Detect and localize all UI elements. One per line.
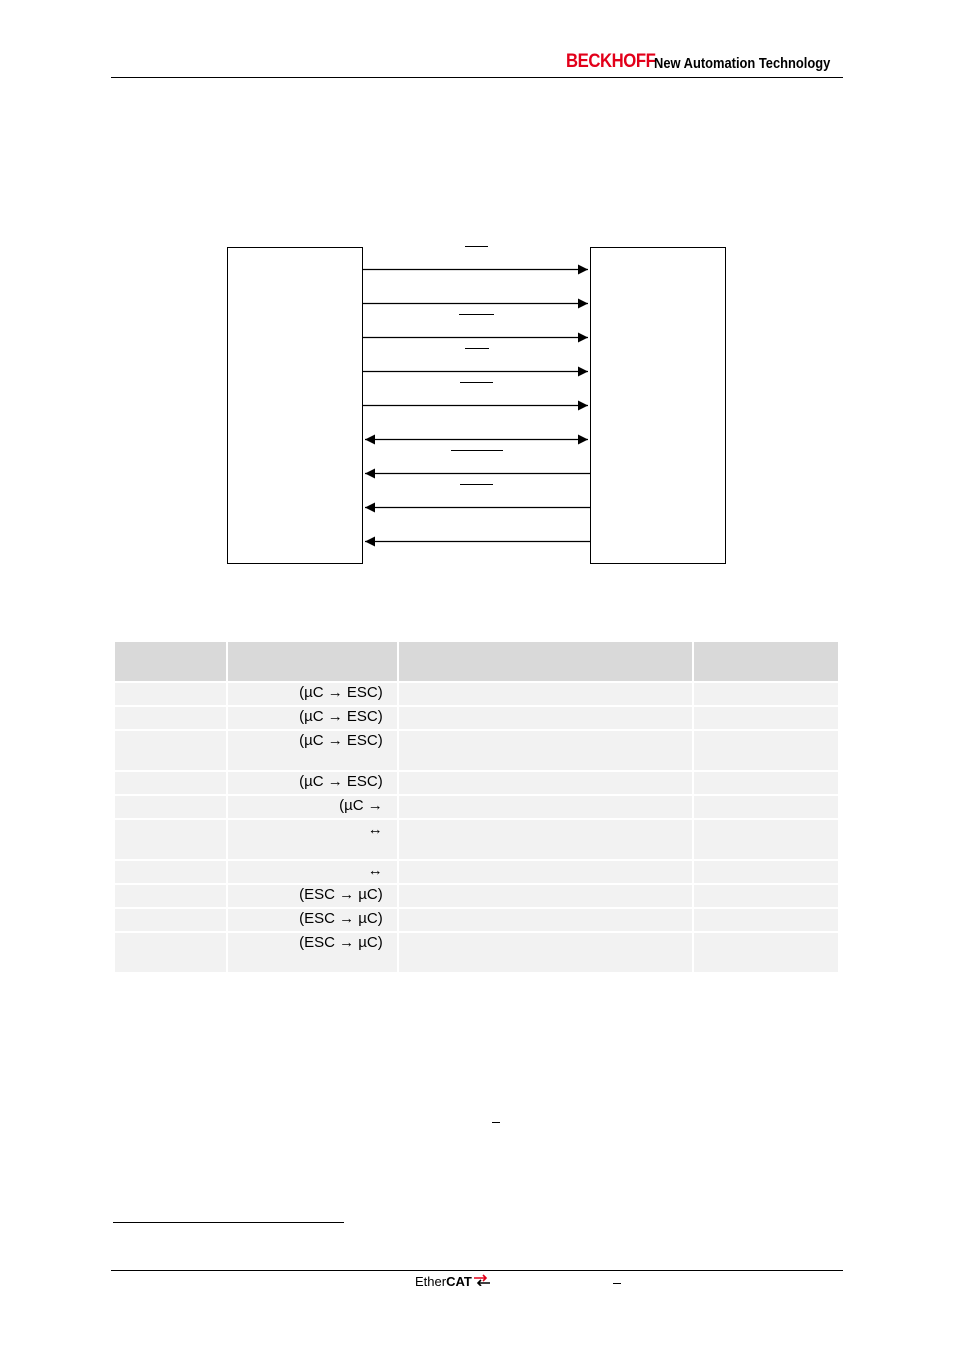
direction-cell: ↔ (228, 861, 397, 883)
direction-cell: (µC → ESC) (228, 731, 397, 770)
table-cell (398, 707, 692, 729)
direction-cell: (µC → ESC) (228, 683, 397, 705)
table-cell (693, 885, 838, 907)
header-rule (111, 77, 843, 78)
direction-cell: (ESC → µC) (228, 909, 397, 931)
header-cell (115, 642, 227, 681)
table-cell (398, 772, 692, 794)
table-cell (693, 772, 838, 794)
table-cell (693, 731, 838, 770)
ethercat-logo-left: Ether (415, 1274, 447, 1289)
table-cell (693, 861, 838, 883)
signal-table: (µC → ESC)(µC → ESC)(µC → ESC)(µC → ESC)… (113, 640, 840, 974)
direction-cell: (ESC → µC) (228, 885, 397, 907)
ethercat-logo: EtherCAT (415, 1274, 491, 1289)
direction-cell: (µC → (228, 796, 397, 818)
table-cell (398, 861, 692, 883)
table-cell (115, 820, 227, 859)
text-dash (492, 1122, 500, 1123)
beckhoff-logo: BECKHOFF (566, 51, 656, 72)
brand-tagline: New Automation Technology (654, 55, 831, 72)
table-cell (398, 885, 692, 907)
table-row: (µC → ESC) (115, 731, 838, 770)
table-cell (115, 731, 227, 770)
table-cell (115, 861, 227, 883)
table-cell (115, 885, 227, 907)
table-row: (ESC → µC) (115, 885, 838, 907)
interface-diagram (227, 246, 726, 564)
direction-cell: (ESC → µC) (228, 933, 397, 972)
ethercat-logo-right: CAT (446, 1274, 472, 1289)
table-cell (115, 772, 227, 794)
table-cell (115, 683, 227, 705)
table-row: (µC → ESC) (115, 707, 838, 729)
table-cell (115, 909, 227, 931)
direction-cell: (µC → ESC) (228, 707, 397, 729)
table-cell (693, 796, 838, 818)
table-cell (115, 707, 227, 729)
table-cell (398, 909, 692, 931)
table-cell (693, 820, 838, 859)
table-row: ↔ (115, 861, 838, 883)
table-cell (398, 683, 692, 705)
table-row: (µC → (115, 796, 838, 818)
header-cell (228, 642, 397, 681)
table-cell (398, 731, 692, 770)
table-row: (µC → ESC) (115, 683, 838, 705)
footnote-rule (113, 1222, 344, 1223)
table-cell (693, 707, 838, 729)
header-cell (398, 642, 692, 681)
table-cell (115, 933, 227, 972)
table-row: (µC → ESC) (115, 772, 838, 794)
table-cell (398, 796, 692, 818)
ethercat-arrows-icon (474, 1274, 491, 1287)
header-cell (693, 642, 838, 681)
table-cell (115, 796, 227, 818)
table-cell (398, 933, 692, 972)
direction-cell: (µC → ESC) (228, 772, 397, 794)
table-cell (693, 683, 838, 705)
direction-cell: ↔ (228, 820, 397, 859)
table-row: (ESC → µC) (115, 933, 838, 972)
footer-dash (613, 1283, 621, 1284)
active-low-overbars (451, 246, 503, 485)
table-row: (ESC → µC) (115, 909, 838, 931)
signal-arrows (363, 264, 590, 547)
table-row: ↔ (115, 820, 838, 859)
microcontroller-box (227, 247, 363, 564)
table-cell (398, 820, 692, 859)
table-header-row (115, 642, 838, 681)
footer-rule (111, 1270, 843, 1271)
table-cell (693, 909, 838, 931)
brand: BECKHOFF New Automation Technology (566, 51, 830, 72)
esc-box (590, 247, 726, 564)
table-cell (693, 933, 838, 972)
